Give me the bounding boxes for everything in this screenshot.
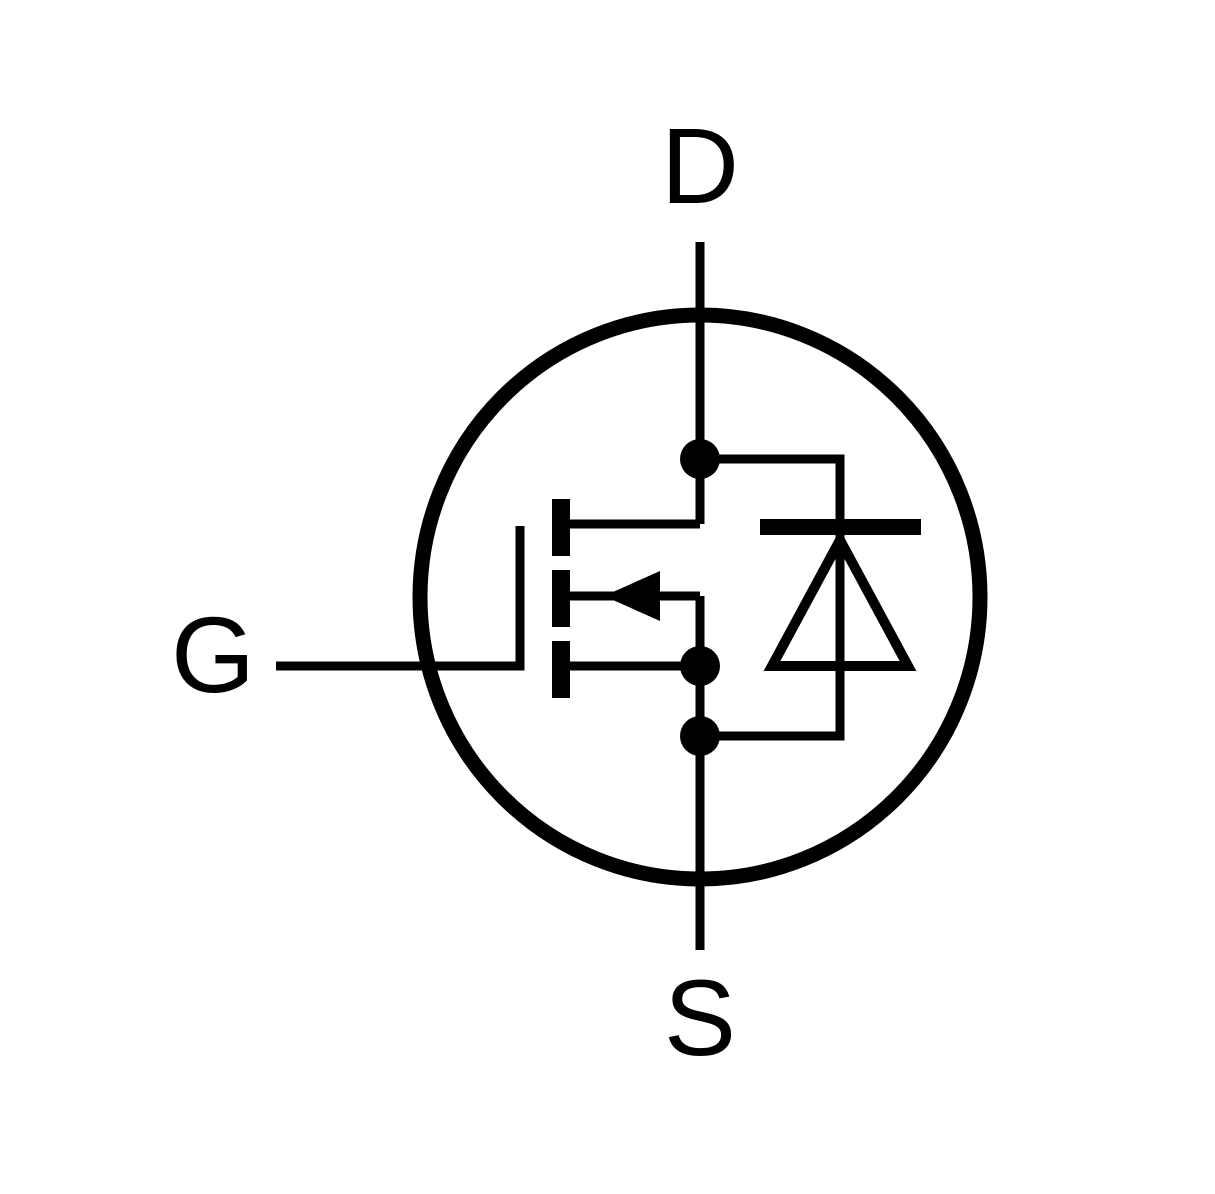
drain-label: D xyxy=(661,105,739,226)
gate-label: G xyxy=(171,594,255,715)
gate-lead xyxy=(276,526,525,671)
channel-segment-bottom xyxy=(552,641,570,698)
channel-segments xyxy=(552,499,570,698)
channel-segment-top xyxy=(552,499,570,556)
junction-dot-body xyxy=(680,646,720,686)
body-arrow-icon xyxy=(604,571,660,621)
source-label: S xyxy=(664,957,736,1078)
channel-segment-middle xyxy=(552,570,570,627)
